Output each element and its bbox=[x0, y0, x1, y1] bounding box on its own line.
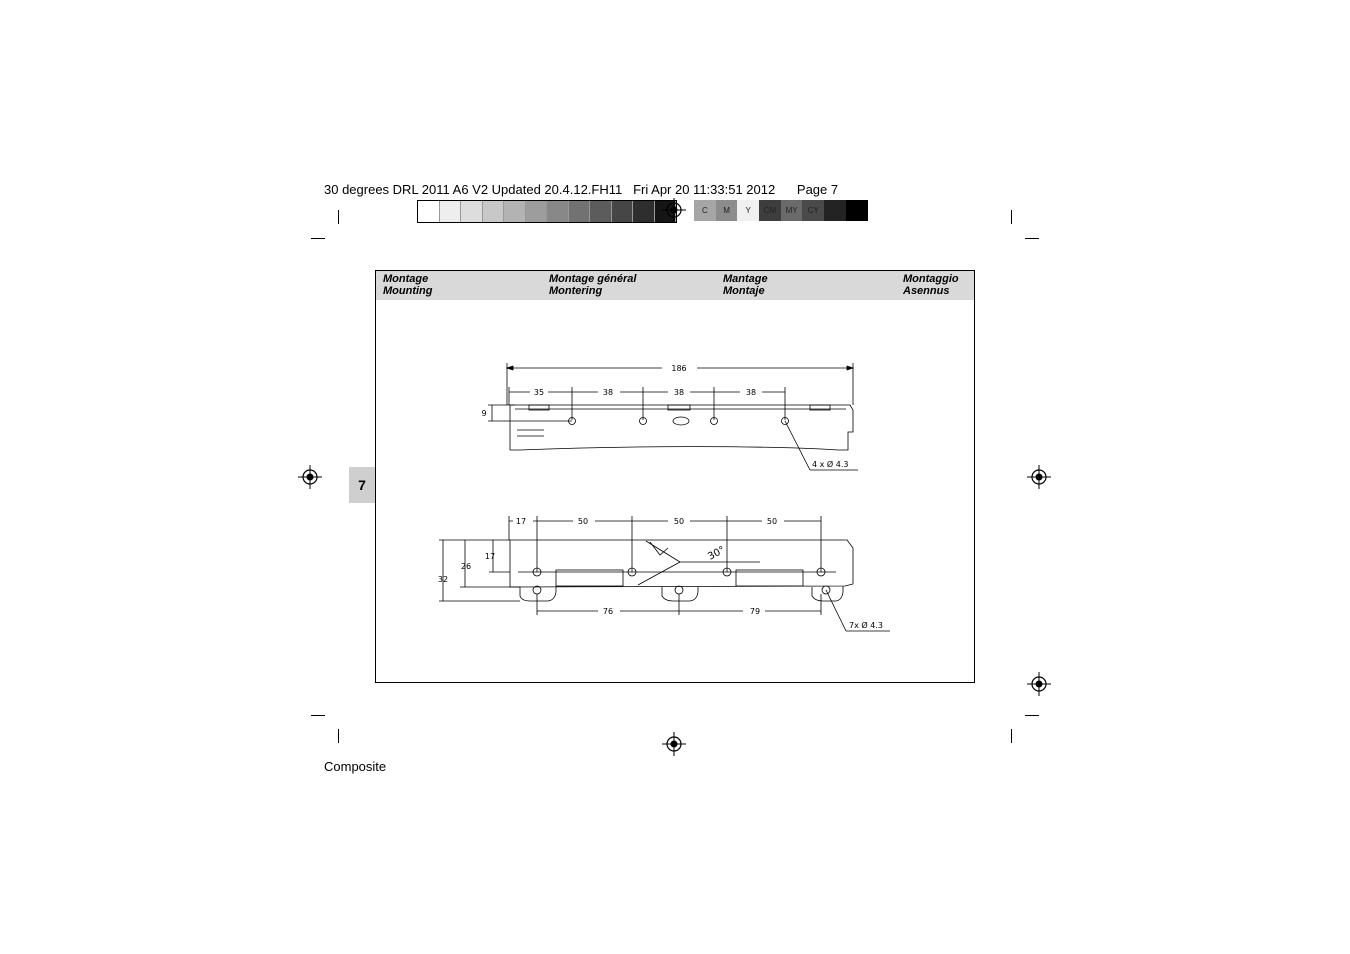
dim-overall: 186 bbox=[671, 364, 686, 373]
crop-mark bbox=[1011, 729, 1012, 743]
slug-page: Page 7 bbox=[796, 182, 839, 197]
dim-seg-3: 38 bbox=[674, 388, 684, 397]
swatch-k bbox=[845, 200, 868, 221]
crop-mark bbox=[338, 729, 339, 743]
swatch-m: M bbox=[715, 200, 738, 221]
footer-composite: Composite bbox=[324, 759, 387, 774]
slug-filename: 30 degrees DRL 2011 A6 V2 Updated 20.4.1… bbox=[324, 182, 623, 197]
header-nl: Mantage bbox=[723, 273, 768, 285]
registration-mark-icon bbox=[662, 732, 686, 756]
dim-b-seg-3: 50 bbox=[674, 517, 684, 526]
dim-height-17: 17 bbox=[485, 552, 495, 561]
dim-lower-79: 79 bbox=[750, 607, 760, 616]
registration-mark-icon bbox=[1027, 672, 1051, 696]
dim-height-9: 9 bbox=[481, 409, 486, 418]
page-number-tab: 7 bbox=[349, 467, 375, 503]
header-es: Montaje bbox=[723, 284, 765, 297]
registration-mark-icon bbox=[298, 465, 322, 489]
top-drawing: 186 35 38 38 38 9 4 x Ø 4.3 bbox=[481, 363, 858, 471]
dim-height-26: 26 bbox=[461, 562, 471, 571]
header-no: Montering bbox=[549, 284, 603, 297]
print-slug: 30 degrees DRL 2011 A6 V2 Updated 20.4.1… bbox=[324, 182, 838, 197]
grayscale-bar bbox=[417, 200, 677, 223]
holes-bottom-label: 7x Ø 4.3 bbox=[849, 620, 883, 630]
dim-seg-2: 38 bbox=[603, 388, 613, 397]
crop-mark bbox=[311, 715, 325, 716]
dim-lower-76: 76 bbox=[603, 607, 613, 616]
crop-mark bbox=[338, 210, 339, 224]
swatch-y: Y bbox=[737, 200, 760, 221]
dim-seg-1: 35 bbox=[534, 388, 544, 397]
swatch-c: C bbox=[694, 200, 716, 221]
swatch-cm: CM bbox=[759, 200, 781, 221]
bottom-drawing: 17 50 50 50 17 26 32 30° 76 79 7x Ø 4.3 bbox=[438, 516, 890, 632]
crop-mark bbox=[1025, 238, 1039, 239]
crop-mark bbox=[1025, 715, 1039, 716]
registration-mark-icon bbox=[662, 198, 686, 222]
header-it: Montaggio bbox=[903, 273, 959, 285]
swatch-cmy: CMY bbox=[824, 200, 846, 221]
dim-b-seg-1: 17 bbox=[516, 517, 526, 526]
header-fi: Asennus bbox=[903, 284, 950, 297]
header-fr: Montage général bbox=[549, 273, 637, 285]
holes-top-label: 4 x Ø 4.3 bbox=[812, 459, 848, 469]
header-de: Montage bbox=[383, 273, 429, 285]
header-en: Mounting bbox=[383, 284, 433, 297]
crop-mark bbox=[1011, 210, 1012, 224]
slug-date: Fri Apr 20 11:33:51 2012 bbox=[633, 182, 776, 197]
swatch-cy: CY bbox=[802, 200, 825, 221]
crop-mark bbox=[311, 238, 325, 239]
dim-b-seg-4: 50 bbox=[767, 517, 777, 526]
swatch-my: MY bbox=[780, 200, 803, 221]
dim-b-seg-2: 50 bbox=[578, 517, 588, 526]
angle-label: 30° bbox=[706, 545, 727, 563]
dim-height-32: 32 bbox=[438, 575, 448, 584]
color-bar: C M Y CM MY CY CMY bbox=[694, 200, 868, 221]
dim-seg-4: 38 bbox=[746, 388, 756, 397]
registration-mark-icon bbox=[1027, 465, 1051, 489]
